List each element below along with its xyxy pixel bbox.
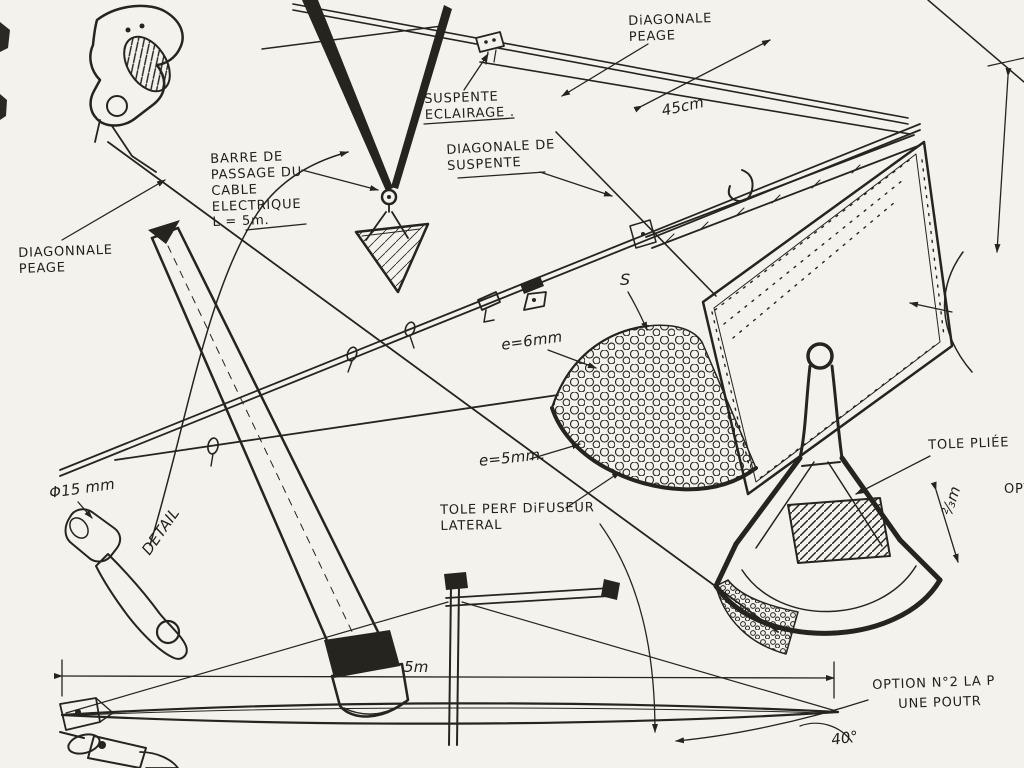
label-suspente-eclairage: SUSPENTE ECLAIRAGE . xyxy=(424,89,516,123)
label-option-right-edge: OPT xyxy=(1004,482,1024,497)
cable-fittings xyxy=(207,31,547,467)
corner-piece-drawing xyxy=(59,731,179,768)
tapered-pole-drawing xyxy=(148,220,410,718)
pin-plate-detail-drawing xyxy=(64,508,188,660)
perforated-diffuser-drawing xyxy=(550,324,758,492)
label-barre-de-passage: BARRE DE PASSAGE DU CABLE ELECTRIQUE L =… xyxy=(210,149,303,231)
label-diagonale-de-suspente: DIAGONALE DE SUSPENTE xyxy=(446,137,556,174)
label-angle-40: 40° xyxy=(830,727,860,749)
label-tole-pliee: TOLE PLIÉE xyxy=(928,435,1010,453)
label-tole-perf-difuseur: TOLE PERF DiFUSEUR LATERAL xyxy=(440,500,595,534)
folded-sheet-bracket-drawing xyxy=(713,342,943,655)
paper-edge-marks xyxy=(0,22,10,120)
hanger-and-triangle xyxy=(261,0,452,294)
label-dim-5m: 5m xyxy=(404,658,429,676)
bottom-beam-assembly-drawing xyxy=(59,572,853,746)
label-diagonale-peage-top: DiAGONALE PEAGE xyxy=(628,11,713,45)
label-letter-s: S xyxy=(620,270,631,289)
label-option-n2-line2: UNE POUTR xyxy=(898,694,982,712)
label-diagonnale-peage-left: DIAGONNALE PEAGE xyxy=(18,242,114,277)
dimension-arrows xyxy=(53,39,1024,744)
clamp-detail-drawing xyxy=(89,4,184,173)
